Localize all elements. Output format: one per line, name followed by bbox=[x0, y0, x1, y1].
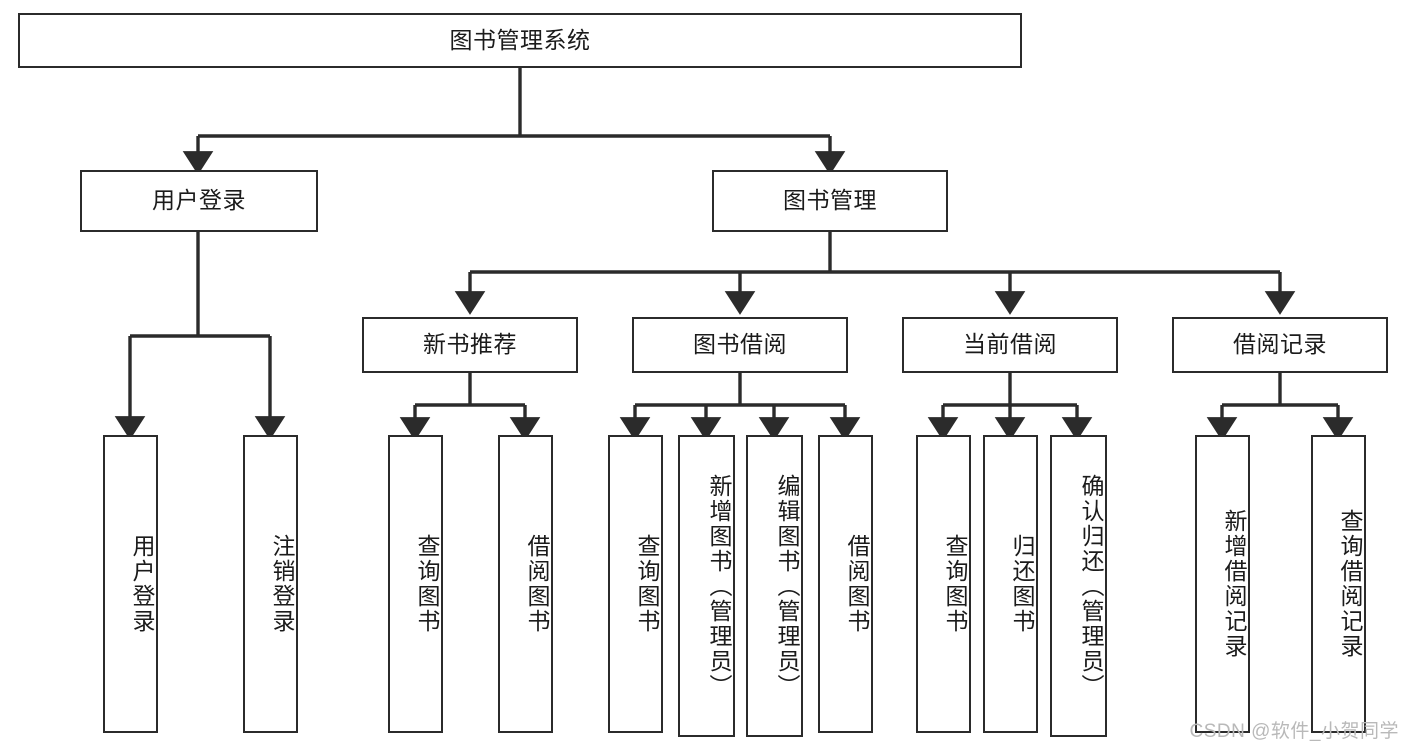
node-leaf-add-borrow-record-label: 新增借阅记录 bbox=[1221, 509, 1247, 659]
node-new-book-recommend[interactable]: 新书推荐 bbox=[362, 317, 578, 373]
node-leaf-query-borrow-record[interactable]: 查询借阅记录 bbox=[1311, 435, 1366, 733]
node-leaf-add-borrow-record[interactable]: 新增借阅记录 bbox=[1195, 435, 1250, 733]
node-leaf-query-book-3-label: 查询图书 bbox=[942, 534, 968, 634]
node-leaf-borrow-book-1[interactable]: 借阅图书 bbox=[498, 435, 553, 733]
node-leaf-edit-book-admin[interactable]: 编辑图书（管理员） bbox=[746, 435, 803, 737]
node-book-manage[interactable]: 图书管理 bbox=[712, 170, 948, 232]
node-leaf-user-login[interactable]: 用户登录 bbox=[103, 435, 158, 733]
node-book-manage-label: 图书管理 bbox=[783, 187, 877, 214]
node-leaf-user-login-label: 用户登录 bbox=[129, 534, 155, 634]
node-leaf-borrow-book-2[interactable]: 借阅图书 bbox=[818, 435, 873, 733]
node-current-borrow[interactable]: 当前借阅 bbox=[902, 317, 1118, 373]
node-leaf-add-book-admin[interactable]: 新增图书（管理员） bbox=[678, 435, 735, 737]
node-borrow-record-label: 借阅记录 bbox=[1233, 331, 1327, 358]
node-leaf-borrow-book-2-label: 借阅图书 bbox=[844, 534, 870, 634]
node-leaf-return-book[interactable]: 归还图书 bbox=[983, 435, 1038, 733]
node-root-label: 图书管理系统 bbox=[449, 26, 591, 53]
node-user-login-label: 用户登录 bbox=[152, 187, 246, 214]
node-leaf-query-book-1-label: 查询图书 bbox=[414, 534, 440, 634]
node-new-book-recommend-label: 新书推荐 bbox=[423, 331, 517, 358]
node-current-borrow-label: 当前借阅 bbox=[963, 331, 1057, 358]
node-leaf-query-book-2-label: 查询图书 bbox=[634, 534, 660, 634]
node-book-borrow-label: 图书借阅 bbox=[693, 331, 787, 358]
node-borrow-record[interactable]: 借阅记录 bbox=[1172, 317, 1388, 373]
node-user-login[interactable]: 用户登录 bbox=[80, 170, 318, 232]
node-leaf-confirm-return-admin-label: 确认归还（管理员） bbox=[1078, 473, 1104, 699]
node-leaf-user-logout-label: 注销登录 bbox=[269, 534, 295, 634]
watermark: CSDN @软件_小贺同学 bbox=[1189, 721, 1399, 742]
node-leaf-confirm-return-admin[interactable]: 确认归还（管理员） bbox=[1050, 435, 1107, 737]
node-leaf-query-borrow-record-label: 查询借阅记录 bbox=[1337, 509, 1363, 659]
node-leaf-query-book-1[interactable]: 查询图书 bbox=[388, 435, 443, 733]
node-book-borrow[interactable]: 图书借阅 bbox=[632, 317, 848, 373]
node-leaf-add-book-admin-label: 新增图书（管理员） bbox=[706, 473, 732, 699]
node-leaf-edit-book-admin-label: 编辑图书（管理员） bbox=[774, 473, 800, 699]
node-leaf-query-book-3[interactable]: 查询图书 bbox=[916, 435, 971, 733]
node-leaf-borrow-book-1-label: 借阅图书 bbox=[524, 534, 550, 634]
node-leaf-query-book-2[interactable]: 查询图书 bbox=[608, 435, 663, 733]
node-leaf-return-book-label: 归还图书 bbox=[1009, 534, 1035, 634]
node-root[interactable]: 图书管理系统 bbox=[18, 13, 1022, 68]
node-leaf-user-logout[interactable]: 注销登录 bbox=[243, 435, 298, 733]
